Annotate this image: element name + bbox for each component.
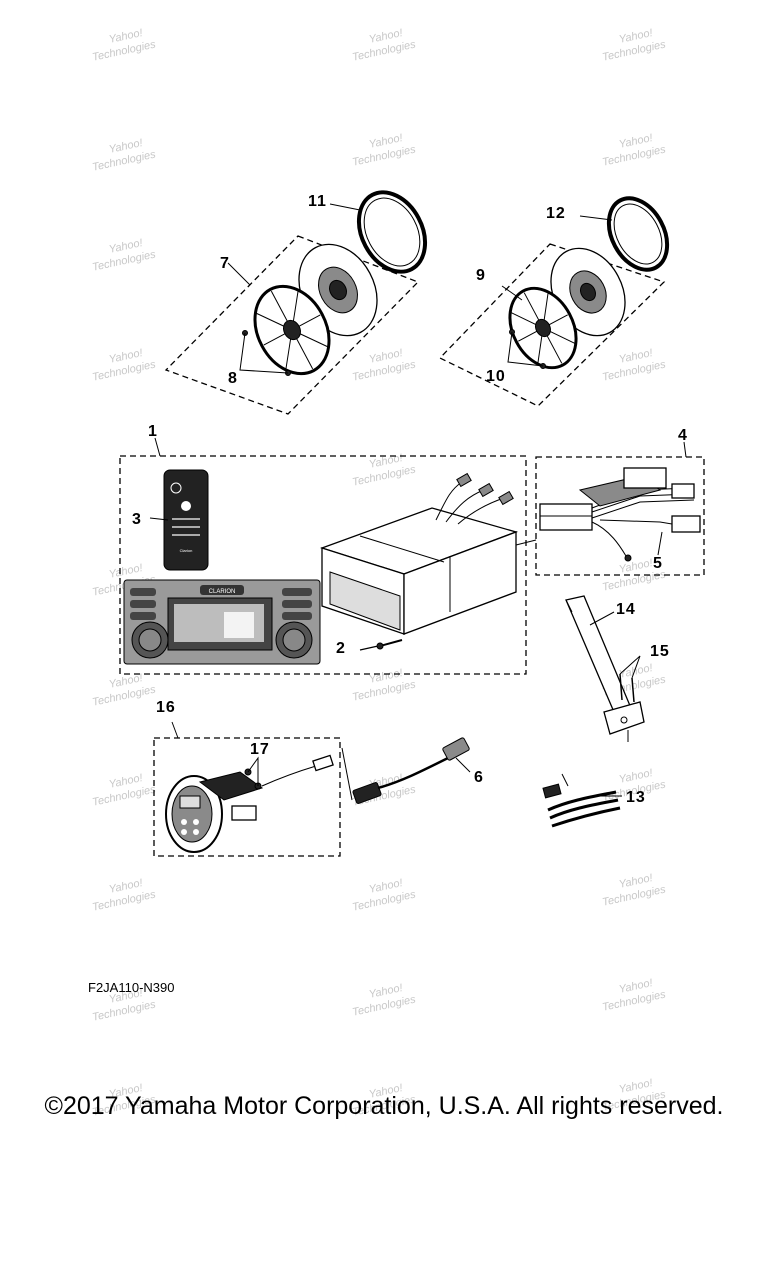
callout-6: 6 bbox=[474, 769, 484, 786]
callout-5: 5 bbox=[653, 555, 663, 572]
group-box-7 bbox=[164, 235, 420, 415]
callout-4: 4 bbox=[678, 427, 688, 444]
callout-10: 10 bbox=[486, 368, 506, 385]
drawing-code: F2JA110-N390 bbox=[88, 980, 175, 995]
radio-chassis bbox=[319, 472, 537, 635]
callout-12: 12 bbox=[546, 205, 566, 222]
bracket-14 bbox=[565, 595, 645, 742]
callout-15: 15 bbox=[650, 643, 670, 660]
group-box-4 bbox=[535, 456, 705, 576]
group-box-16 bbox=[153, 737, 341, 857]
callout-labels: 1 2 3 4 5 6 7 8 9 10 11 12 13 14 15 16 1… bbox=[132, 193, 688, 806]
group-box-1 bbox=[119, 455, 527, 675]
callout-1: 1 bbox=[148, 423, 158, 440]
radio-face-plate: CLARION bbox=[123, 579, 321, 665]
callout-8: 8 bbox=[228, 370, 238, 387]
screw-2 bbox=[359, 639, 403, 651]
svg-text:Clarion: Clarion bbox=[180, 548, 193, 553]
speaker-assembly-left bbox=[164, 190, 428, 415]
cable-6 bbox=[341, 737, 471, 804]
svg-text:CLARION: CLARION bbox=[209, 589, 236, 595]
callout-17: 17 bbox=[250, 741, 270, 758]
speaker-gasket-12 bbox=[606, 196, 670, 272]
gauge-display-group bbox=[153, 721, 341, 857]
wiring-harness-group bbox=[535, 441, 705, 576]
head-unit-group: Clarion CLARION bbox=[119, 437, 537, 675]
remote-control: Clarion bbox=[149, 469, 209, 571]
callout-13: 13 bbox=[626, 789, 646, 806]
callout-11: 11 bbox=[308, 193, 327, 210]
harness-13 bbox=[542, 773, 622, 828]
copyright-notice: ©2017 Yamaha Motor Corporation, U.S.A. A… bbox=[44, 1092, 724, 1120]
callout-16: 16 bbox=[156, 699, 176, 716]
callout-9: 9 bbox=[476, 267, 486, 284]
group-box-9 bbox=[438, 243, 666, 407]
callout-14: 14 bbox=[616, 601, 636, 618]
speaker-assembly-right bbox=[438, 196, 670, 407]
callout-2: 2 bbox=[336, 640, 346, 657]
callout-7: 7 bbox=[220, 255, 230, 272]
callout-3: 3 bbox=[132, 511, 142, 528]
